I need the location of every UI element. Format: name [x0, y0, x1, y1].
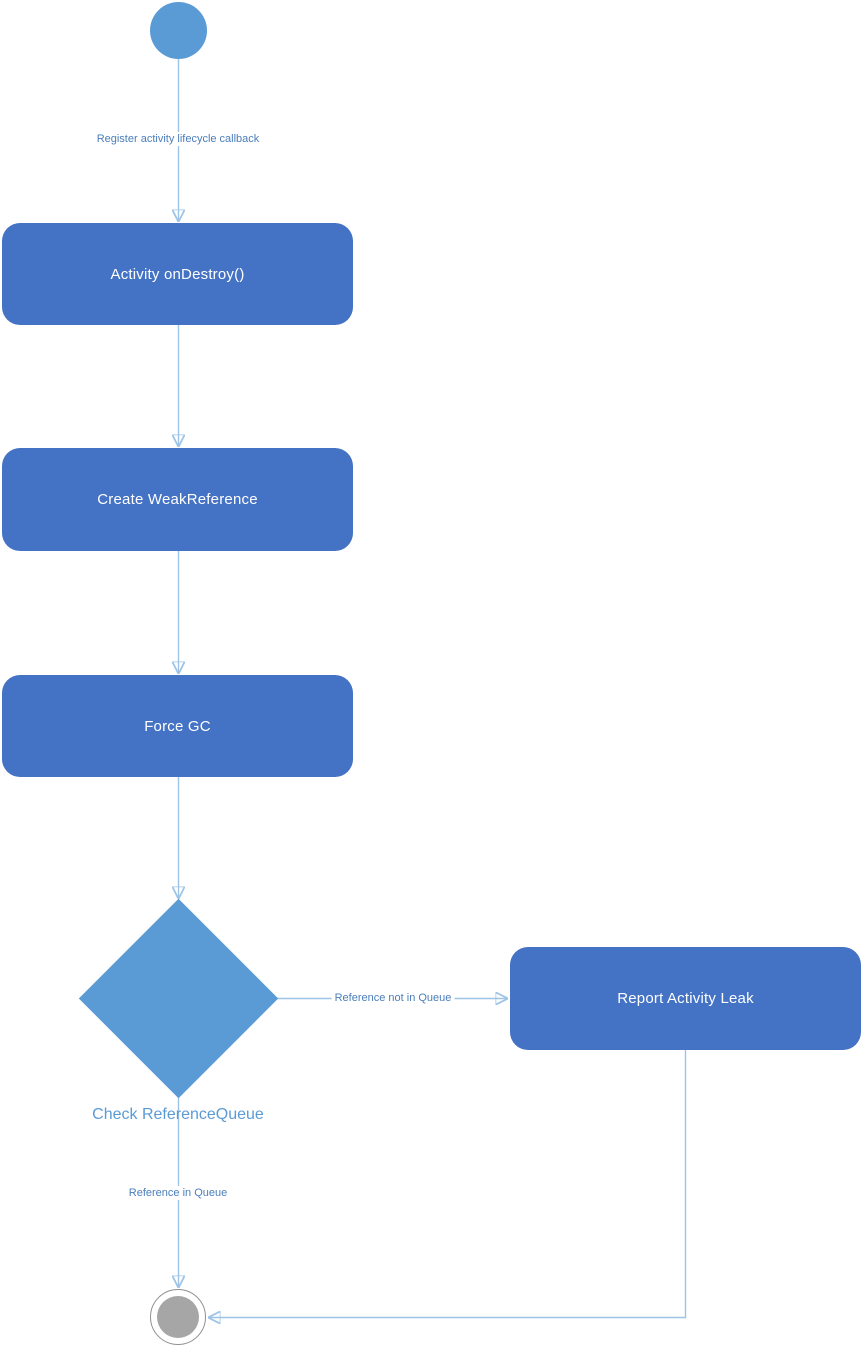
decision-node-caption: Check ReferenceQueue [92, 1106, 264, 1123]
node-report-activity-leak-label: Report Activity Leak [617, 990, 754, 1007]
start-node [150, 2, 207, 59]
edge-label-reference-in-queue: Reference in Queue [125, 1186, 231, 1200]
node-activity-ondestroy: Activity onDestroy() [2, 223, 353, 325]
node-force-gc: Force GC [2, 675, 353, 777]
edge-leak-to-end-line [208, 1050, 687, 1318]
node-force-gc-label: Force GC [144, 717, 211, 735]
edge-label-register-callback: Register activity lifecycle callback [93, 132, 263, 146]
node-report-activity-leak: Report Activity Leak [510, 947, 861, 1050]
end-node-core [157, 1296, 199, 1338]
node-activity-ondestroy-label: Activity onDestroy() [110, 265, 245, 283]
node-create-weakreference: Create WeakReference [2, 448, 353, 551]
edge-label-reference-not-in-queue: Reference not in Queue [331, 991, 455, 1005]
decision-node-check-referencequeue [78, 898, 279, 1099]
end-node [150, 1289, 206, 1345]
node-create-weakreference-label: Create WeakReference [97, 491, 258, 508]
